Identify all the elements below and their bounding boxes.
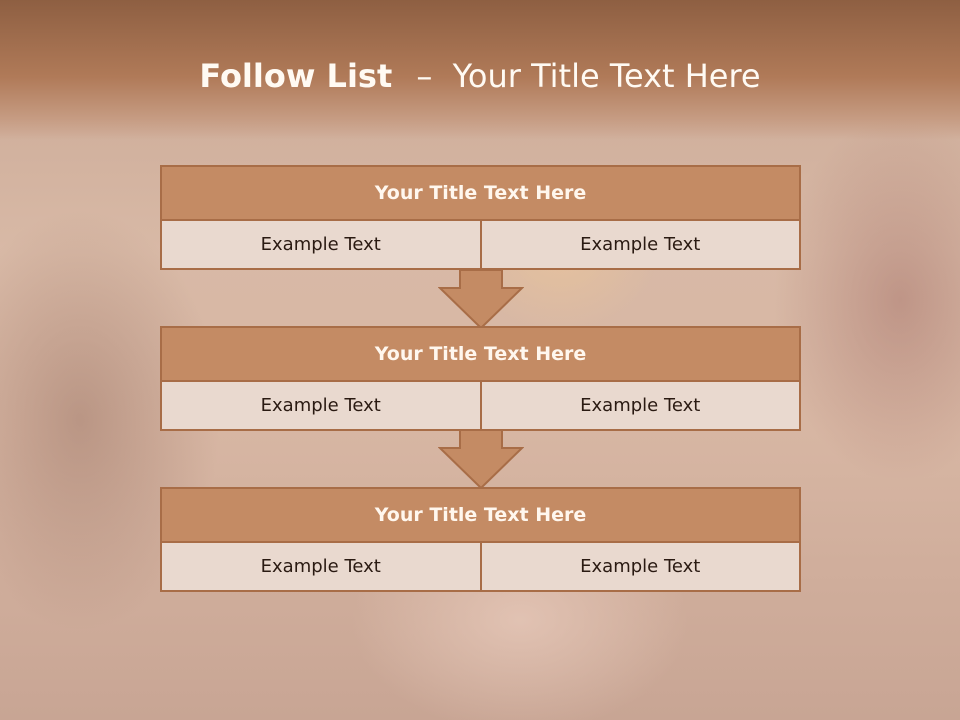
block-title: Your Title Text Here — [160, 487, 801, 543]
down-arrow-icon — [438, 430, 524, 490]
slide-title-dash: – — [416, 57, 433, 95]
block-row: Example Text Example Text — [160, 382, 801, 431]
block-cell-left: Example Text — [160, 221, 482, 270]
list-block-3: Your Title Text Here Example Text Exampl… — [160, 487, 801, 592]
block-cell-right: Example Text — [481, 382, 801, 431]
block-cell-left: Example Text — [160, 382, 482, 431]
block-title: Your Title Text Here — [160, 165, 801, 221]
block-title: Your Title Text Here — [160, 326, 801, 382]
block-row: Example Text Example Text — [160, 221, 801, 270]
slide-title-bold: Follow List — [199, 57, 393, 95]
slide-title: Follow List – Your Title Text Here — [0, 52, 960, 100]
list-block-2: Your Title Text Here Example Text Exampl… — [160, 326, 801, 431]
block-row: Example Text Example Text — [160, 543, 801, 592]
header-band — [0, 0, 960, 140]
block-cell-right: Example Text — [481, 543, 801, 592]
block-cell-right: Example Text — [481, 221, 801, 270]
slide-title-rest: Your Title Text Here — [452, 57, 761, 95]
down-arrow-icon — [438, 270, 524, 330]
list-block-1: Your Title Text Here Example Text Exampl… — [160, 165, 801, 270]
block-cell-left: Example Text — [160, 543, 482, 592]
